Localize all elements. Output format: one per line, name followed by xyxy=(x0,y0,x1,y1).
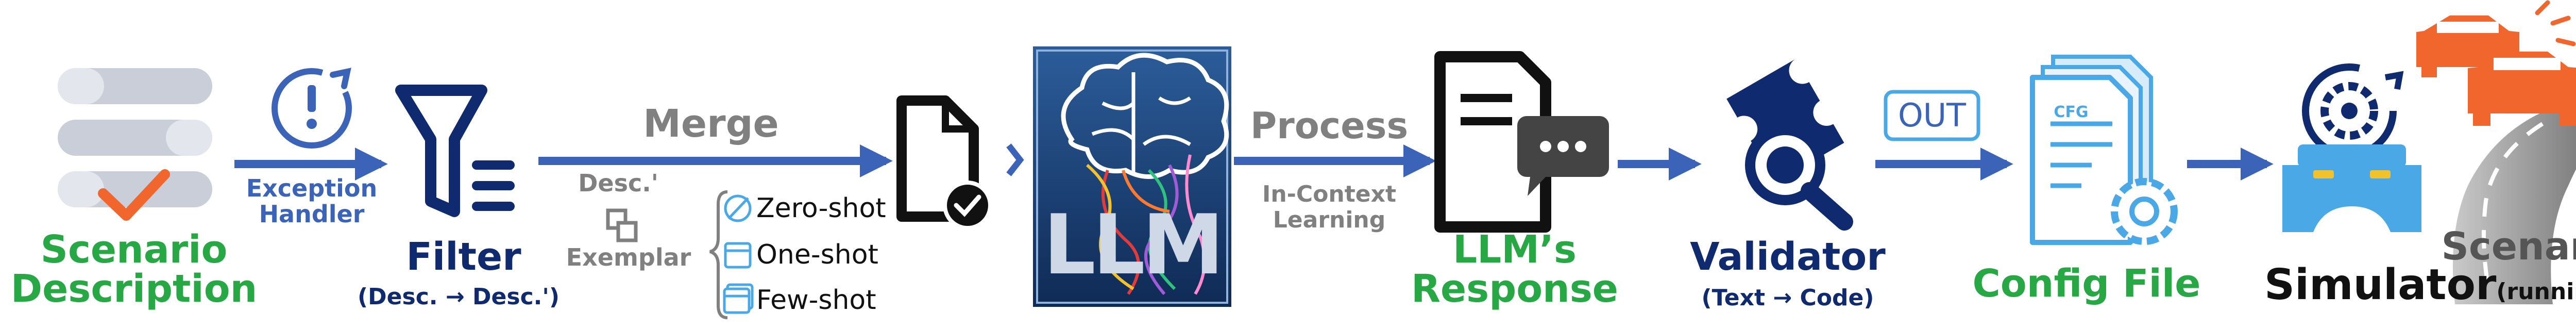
scenario-line1: Scenario xyxy=(40,227,228,272)
one-shot-icon xyxy=(724,242,752,269)
out-label: OUT xyxy=(1897,96,1967,134)
filter-title: Filter xyxy=(406,235,521,279)
simulator-cars-road-icon xyxy=(2282,0,2576,304)
flow-arrows xyxy=(234,144,2274,181)
merge-title: Merge xyxy=(643,102,779,146)
response-line1: LLM’s xyxy=(1452,227,1577,272)
alert-refresh-icon xyxy=(272,68,352,149)
simulator-running-suffix: (running) xyxy=(2496,279,2576,305)
few-shot-icon xyxy=(723,283,754,314)
car-front-icon xyxy=(2416,15,2519,77)
exemplar-stack-icon xyxy=(606,208,638,242)
simulator-title-text: Simulator xyxy=(2264,260,2497,309)
car-rear-icon xyxy=(2468,52,2576,126)
merge-exemplar: Exemplar xyxy=(566,243,691,271)
document-check-icon xyxy=(896,95,1024,230)
option-one-shot: One-shot xyxy=(756,239,878,270)
simulator-scenario-label: Scenario xyxy=(2441,224,2576,269)
config-file-gear-icon xyxy=(2030,55,2178,245)
road xyxy=(2452,103,2576,304)
cfg-badge: CFG xyxy=(2054,103,2089,121)
scenario-description-label: Scenario Description xyxy=(0,230,268,308)
process-title: Process xyxy=(1250,105,1409,147)
option-zero-shot: Zero-shot xyxy=(756,193,886,224)
exception-handler-label: Exception Handler xyxy=(227,175,397,227)
response-line2: Response xyxy=(1411,267,1618,311)
filter-subtitle: (Desc. → Desc.') xyxy=(358,284,560,310)
in-context-learning-label: In-Context Learning xyxy=(1247,182,1412,233)
process-line2: Learning xyxy=(1273,207,1386,233)
exception-line1: Exception xyxy=(246,174,378,202)
option-few-shot: Few-shot xyxy=(756,285,876,316)
out-box xyxy=(1884,90,1980,141)
document-chat-icon xyxy=(1434,51,1609,233)
llm-text: LLM xyxy=(1043,197,1224,293)
validator-title: Validator xyxy=(1690,235,1886,279)
process-line1: In-Context xyxy=(1262,181,1397,207)
scenario-line2: Description xyxy=(10,267,258,311)
validator-subtitle: (Text → Code) xyxy=(1701,285,1874,311)
magnifier-ticket-icon xyxy=(1726,59,1853,231)
brain-icon xyxy=(1033,46,1231,307)
merge-desc: Desc.' xyxy=(578,169,658,197)
simulator-title: Simulator(running) xyxy=(2264,262,2576,315)
funnel-filter-icon xyxy=(395,85,515,217)
stacked-documents-check-icon xyxy=(58,68,212,221)
config-file-title: Config File xyxy=(1972,261,2201,306)
exception-line2: Handler xyxy=(259,200,365,228)
zero-shot-icon xyxy=(724,194,752,222)
options-brace xyxy=(709,190,728,319)
llm-response-label: LLM’s Response xyxy=(1391,230,1638,308)
